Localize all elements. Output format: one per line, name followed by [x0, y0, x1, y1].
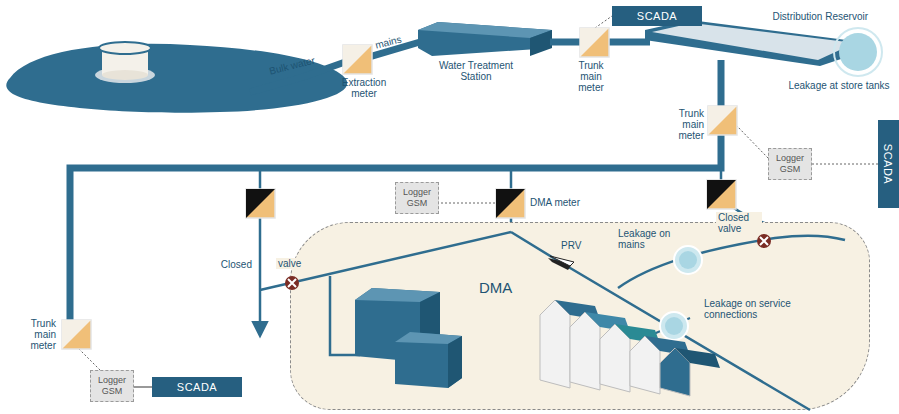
- callout-label: DMA meter: [530, 197, 600, 208]
- callout-label: Leakage at store tanks: [780, 80, 898, 91]
- callout-label: Extraction meter: [340, 77, 388, 99]
- node-text: Logger GSM: [398, 187, 436, 209]
- scada-box: SCADA: [878, 120, 899, 208]
- callout-label: PRV: [559, 240, 593, 251]
- node-text: SCADA: [883, 144, 895, 184]
- logger-box: Logger GSM: [768, 148, 812, 180]
- node-text: SCADA: [177, 381, 217, 393]
- node-text: Logger GSM: [771, 153, 809, 175]
- logger-box: Logger GSM: [395, 182, 439, 214]
- node-text: Logger GSM: [93, 375, 131, 397]
- callout-label: Water Treatment Station: [432, 60, 520, 82]
- scada-box: SCADA: [152, 377, 242, 397]
- signal-connector: [134, 386, 152, 387]
- callout-label: Trunk main meter: [8, 318, 56, 351]
- callout-label: Trunk main meter: [660, 108, 704, 141]
- node-text: DMA: [479, 279, 512, 296]
- logger-box: Logger GSM: [90, 370, 134, 402]
- node-text: SCADA: [637, 10, 677, 22]
- callout-label: Leakage on mains: [616, 228, 676, 250]
- callout-label: valve: [276, 258, 316, 269]
- callout-label: Closed valve: [716, 212, 762, 234]
- callout-label: Leakage on service connections: [702, 298, 802, 320]
- callout-label: Trunk main meter: [567, 60, 615, 93]
- signal-connector: [812, 164, 878, 165]
- scada-box: SCADA: [612, 6, 702, 26]
- callout-label: Distribution Reservoir: [728, 11, 868, 22]
- callout-label: Closed: [212, 259, 252, 270]
